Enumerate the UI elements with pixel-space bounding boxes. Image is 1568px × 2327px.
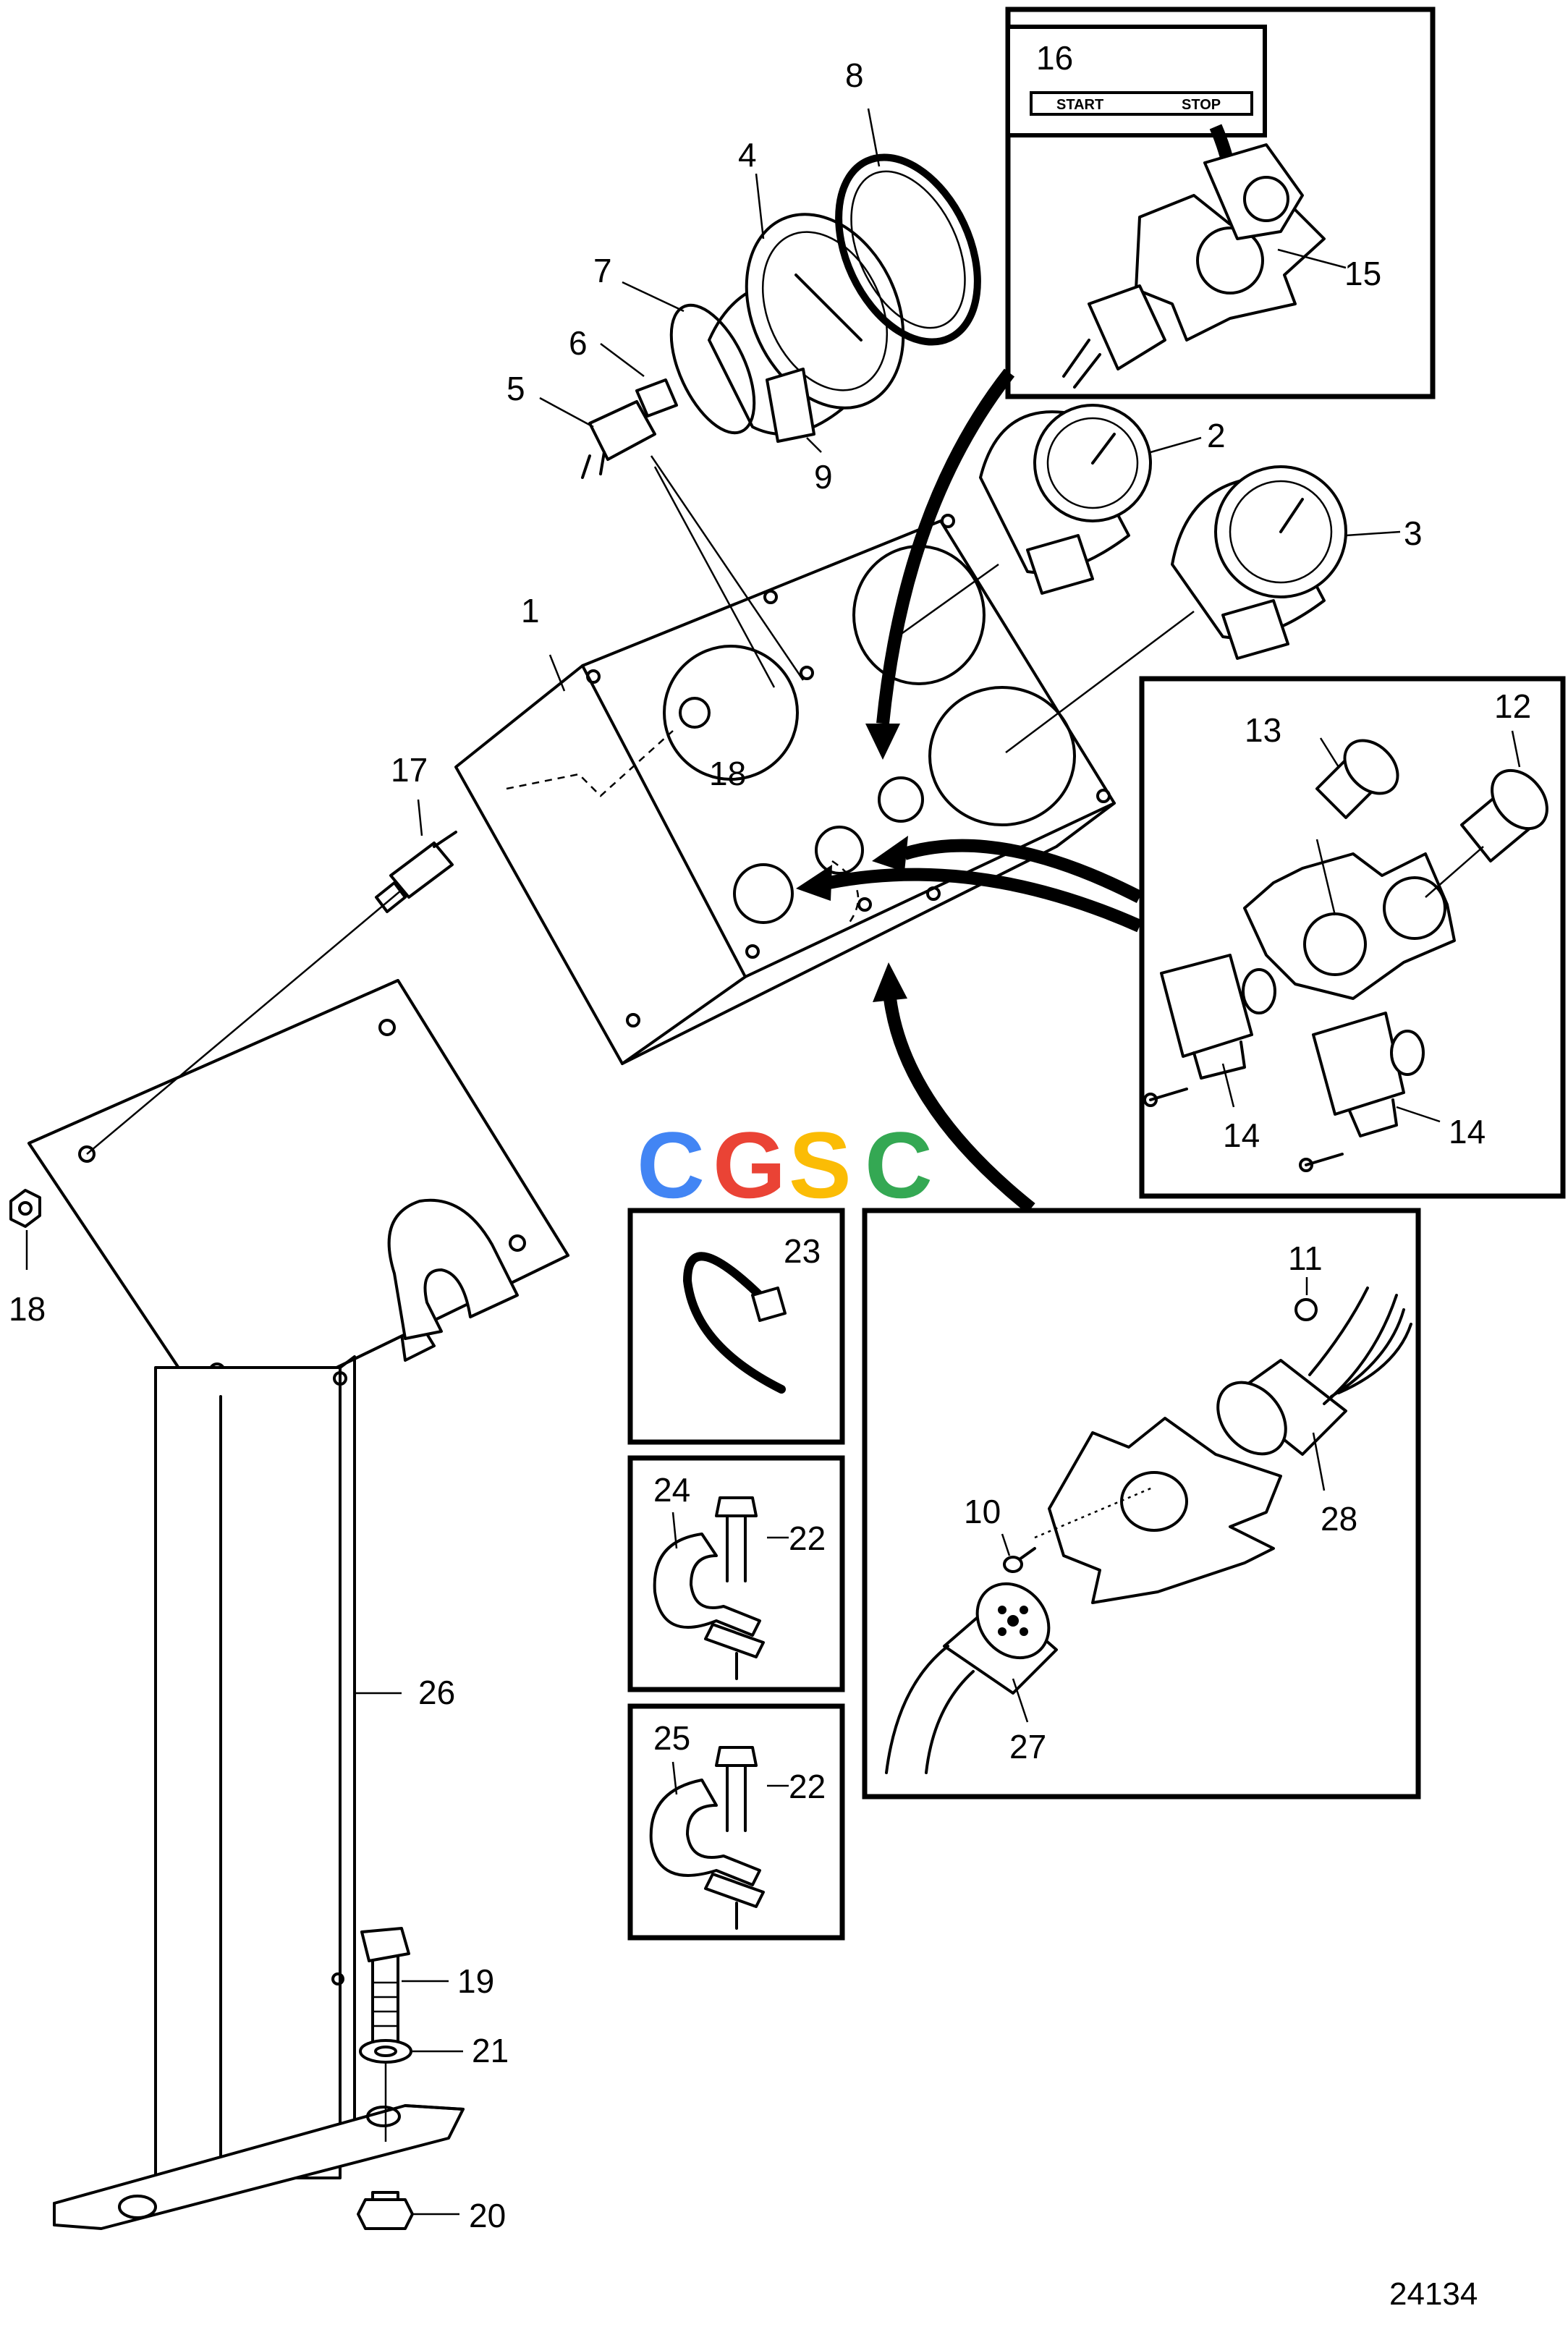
- callout-13: 13: [1245, 711, 1281, 749]
- cable-tie-icon: [683, 1252, 786, 1394]
- callout-11: 11: [1288, 1239, 1323, 1277]
- gauge-2-icon: [979, 404, 1152, 595]
- callout-12: 12: [1494, 687, 1531, 725]
- watermark-letter: G: [713, 1112, 786, 1218]
- callout-8: 8: [845, 56, 864, 94]
- callout-28: 28: [1321, 1500, 1357, 1538]
- callout-18-top: 18: [709, 755, 746, 792]
- callout-18-left: 18: [9, 1290, 46, 1328]
- connector-plate-icon: [1034, 1417, 1282, 1604]
- callout-2: 2: [1207, 417, 1226, 454]
- callout-20: 20: [469, 2197, 506, 2234]
- callout-3: 3: [1404, 514, 1423, 552]
- start-stop-decal: [1030, 91, 1253, 116]
- callout-6: 6: [569, 324, 588, 362]
- callout-21: 21: [472, 2032, 509, 2069]
- watermark-letter: C: [637, 1112, 705, 1218]
- callout-16: 16: [1036, 39, 1073, 77]
- nut-20-icon: [357, 2191, 414, 2230]
- connector-27-icon: [885, 1582, 1058, 1774]
- bolt-22a-icon: [715, 1496, 758, 1680]
- callout-22-bottom: 22: [789, 1768, 826, 1805]
- clamp-24-icon: [653, 1533, 765, 1658]
- callout-19: 19: [457, 1962, 494, 2000]
- watermark-letter: S: [789, 1112, 852, 1218]
- bezel-ring-icon: [835, 153, 981, 346]
- inset-clamp-24: 24 22: [627, 1455, 845, 1692]
- screw-10-icon: [1003, 1547, 1036, 1573]
- switch-body-14b-icon: [1299, 1012, 1425, 1172]
- callout-17: 17: [391, 751, 428, 789]
- callout-25: 25: [653, 1719, 690, 1757]
- switch-plate-icon: [1243, 839, 1484, 1000]
- decal-stop-text: STOP: [1182, 97, 1221, 113]
- bolt-19-icon: [360, 1927, 410, 2042]
- push-button-13-icon: [1315, 739, 1399, 819]
- inset-switches: 13 12 14 14: [1139, 676, 1566, 1199]
- callout-22-top: 22: [789, 1519, 826, 1557]
- inset-connector: 11 28 10 27: [862, 1208, 1421, 1800]
- connector-28-icon: [1216, 1287, 1412, 1456]
- washer-21-icon: [359, 2039, 412, 2064]
- callout-15: 15: [1344, 255, 1381, 292]
- callout-5: 5: [507, 370, 525, 407]
- callout-14-right: 14: [1449, 1113, 1486, 1150]
- stud-17-icon: [375, 831, 457, 913]
- callout-1: 1: [521, 592, 540, 630]
- inset-cable-tie: 23: [627, 1208, 845, 1445]
- nut-18-icon: [9, 1189, 41, 1228]
- inset-clamp-25: 25 22: [627, 1703, 845, 1941]
- callout-27: 27: [1009, 1728, 1046, 1766]
- tachometer-gauge-icon: [581, 153, 981, 479]
- callout-26: 26: [418, 1674, 455, 1711]
- inset-start-stop: START STOP 15 16: [1005, 7, 1436, 399]
- drawing-number: 24134: [1389, 2276, 1478, 2312]
- bolt-22b-icon: [715, 1746, 758, 1930]
- instrument-panel-icon: [454, 514, 1116, 1065]
- push-button-12-icon: [1460, 768, 1548, 862]
- clamp-25-icon: [649, 1779, 765, 1908]
- callout-23: 23: [784, 1232, 821, 1270]
- callout-9: 9: [814, 458, 833, 496]
- callout-7: 7: [593, 252, 612, 289]
- watermark-logo: C G S C: [637, 1112, 933, 1218]
- switch-panel-icon: [1062, 143, 1326, 389]
- watermark-letter: C: [865, 1112, 933, 1218]
- decal-start-text: START: [1056, 97, 1103, 113]
- switch-body-14a-icon: [1143, 954, 1276, 1107]
- callout-24: 24: [653, 1471, 690, 1509]
- gauge-3-icon: [1171, 465, 1347, 660]
- callout-4: 4: [738, 136, 757, 174]
- callout-10: 10: [964, 1493, 1001, 1530]
- callout-14-left: 14: [1223, 1116, 1260, 1154]
- mounting-bracket-icon: [27, 979, 569, 2230]
